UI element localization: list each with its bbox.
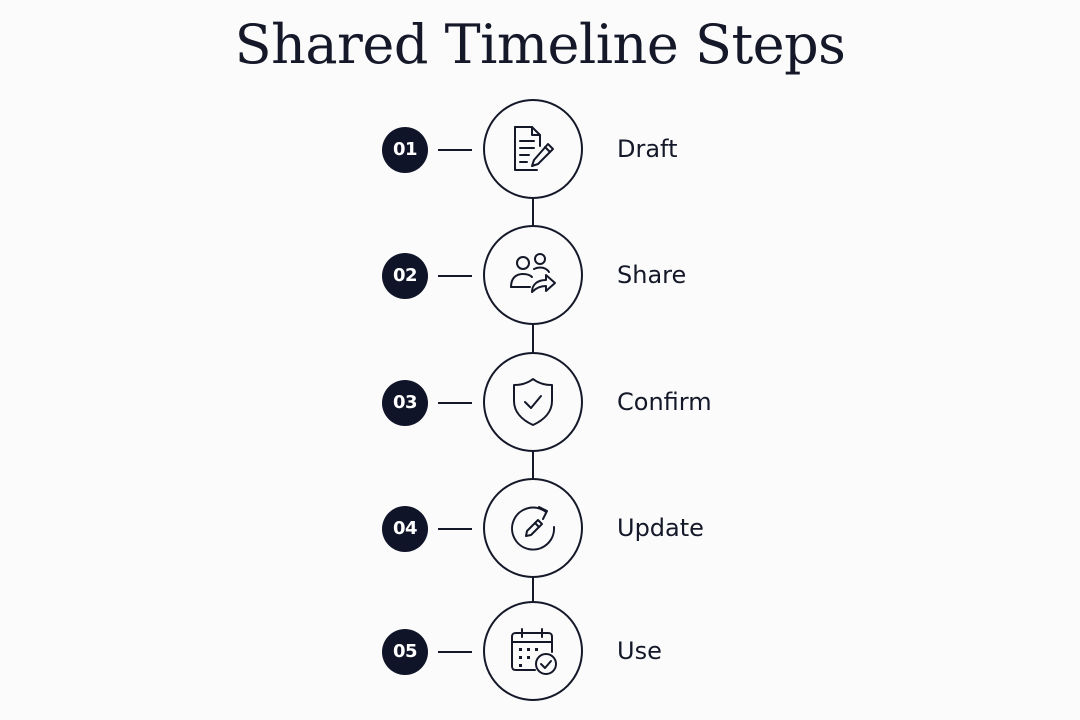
- timeline-step-draft: 01 Draft: [0, 99, 1080, 199]
- step-number-badge: 04: [382, 506, 428, 552]
- step-connector: [438, 402, 472, 404]
- step-connector: [438, 149, 472, 151]
- step-icon-circle: [483, 352, 583, 452]
- step-connector: [438, 275, 472, 277]
- step-icon-circle: [483, 99, 583, 199]
- users-share-icon: [510, 253, 556, 293]
- timeline-step-update: 04 Update: [0, 478, 1080, 578]
- timeline-step-use: 05 Use: [0, 601, 1080, 701]
- step-label: Draft: [617, 135, 678, 163]
- shield-check-icon: [513, 378, 553, 426]
- calendar-check-icon: [511, 628, 557, 675]
- step-connector: [438, 651, 472, 653]
- step-number-badge: 02: [382, 253, 428, 299]
- step-label: Confirm: [617, 388, 712, 416]
- timeline-step-share: 02 Share: [0, 225, 1080, 325]
- step-number-badge: 01: [382, 127, 428, 173]
- step-icon-circle: [483, 478, 583, 578]
- step-number-badge: 03: [382, 380, 428, 426]
- step-icon-circle: [483, 225, 583, 325]
- step-icon-circle: [483, 601, 583, 701]
- document-edit-icon: [514, 126, 554, 171]
- step-label: Use: [617, 637, 662, 665]
- step-connector: [438, 528, 472, 530]
- page-title: Shared Timeline Steps: [234, 13, 846, 76]
- step-number-badge: 05: [382, 629, 428, 675]
- timeline-step-confirm: 03 Confirm: [0, 352, 1080, 452]
- step-label: Share: [617, 261, 687, 289]
- step-label: Update: [617, 514, 704, 542]
- refresh-edit-icon: [511, 506, 556, 551]
